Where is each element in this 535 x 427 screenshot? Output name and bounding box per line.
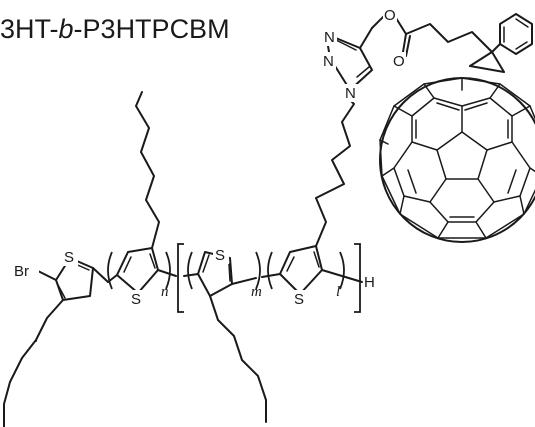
title-prefix: 3HT- <box>0 14 59 44</box>
hydrogen-label: H <box>364 274 375 291</box>
block-bracket-left <box>177 243 184 313</box>
sulfur-label-2: S <box>131 291 141 308</box>
repeat-unit-m <box>183 251 267 423</box>
c60-fullerene <box>379 77 535 243</box>
ester-oxygen-label: O <box>384 7 396 24</box>
structure-title: 3HT-b-P3HTPCBM <box>0 14 230 44</box>
bromine-label: Br <box>14 263 29 280</box>
methano-bridge <box>469 51 505 73</box>
repeat-unit-n <box>107 91 177 294</box>
repeat-index-n: n <box>161 284 169 300</box>
nitrogen-label-3: N <box>345 85 356 102</box>
sulfur-label-3: S <box>215 247 225 264</box>
sulfur-label-4: S <box>294 291 304 308</box>
phenyl-ring <box>491 13 533 55</box>
nitrogen-label-1: N <box>324 29 335 46</box>
ester-linker <box>395 17 493 59</box>
carbonyl-oxygen-label: O <box>393 53 405 70</box>
title-suffix: -P3HTPCBM <box>74 14 230 44</box>
title-italic-b: b <box>59 14 74 44</box>
bromothiophene-end-group <box>3 257 109 427</box>
repeat-index-l: l <box>336 284 340 300</box>
nitrogen-label-2: N <box>323 53 334 70</box>
repeat-unit-l <box>261 95 363 295</box>
sulfur-label-1: S <box>64 249 74 266</box>
block-bracket-right <box>354 243 361 313</box>
repeat-index-m: m <box>251 284 262 300</box>
